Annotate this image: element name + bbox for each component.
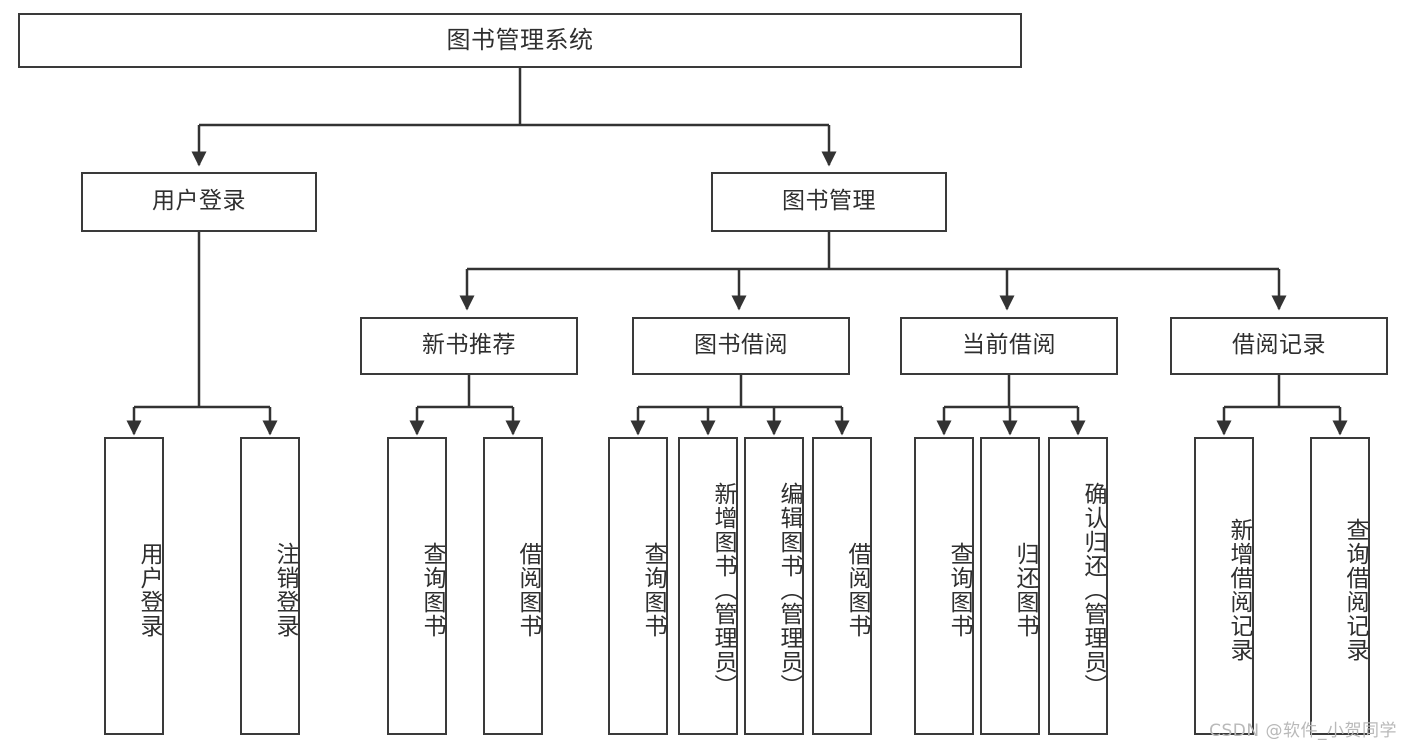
leaf-label: 新增图书（管理员）: [710, 482, 736, 698]
leaf-record-query-record[interactable]: 查询借阅记录: [1310, 437, 1370, 735]
leaf-label: 用户登录: [136, 542, 162, 638]
leaf-label: 查询图书: [946, 542, 972, 638]
leaf-current-return-book[interactable]: 归还图书: [980, 437, 1040, 735]
leaf-record-add-record[interactable]: 新增借阅记录: [1194, 437, 1254, 735]
node-book-management[interactable]: 图书管理: [711, 172, 947, 232]
node-current-borrow[interactable]: 当前借阅: [900, 317, 1118, 375]
leaf-current-confirm-return-admin[interactable]: 确认归还（管理员）: [1048, 437, 1108, 735]
leaf-label: 确认归还（管理员）: [1080, 482, 1106, 698]
leaf-label: 查询图书: [640, 542, 666, 638]
leaf-label: 编辑图书（管理员）: [776, 482, 802, 698]
leaf-label: 查询借阅记录: [1342, 518, 1368, 662]
leaf-current-query-book[interactable]: 查询图书: [914, 437, 974, 735]
node-user-login[interactable]: 用户登录: [81, 172, 317, 232]
node-borrow-record[interactable]: 借阅记录: [1170, 317, 1388, 375]
leaf-borrow-add-book-admin[interactable]: 新增图书（管理员）: [678, 437, 738, 735]
leaf-user-login-signout[interactable]: 注销登录: [240, 437, 300, 735]
leaf-recommend-borrow-book[interactable]: 借阅图书: [483, 437, 543, 735]
leaf-label: 注销登录: [272, 542, 298, 638]
leaf-label: 借阅图书: [515, 542, 541, 638]
leaf-label: 借阅图书: [844, 542, 870, 638]
leaf-borrow-borrow-book[interactable]: 借阅图书: [812, 437, 872, 735]
node-book-borrow[interactable]: 图书借阅: [632, 317, 850, 375]
watermark-text: CSDN @软件_小贺同学: [1209, 721, 1397, 741]
leaf-borrow-query-book[interactable]: 查询图书: [608, 437, 668, 735]
leaf-recommend-query-book[interactable]: 查询图书: [387, 437, 447, 735]
leaf-borrow-edit-book-admin[interactable]: 编辑图书（管理员）: [744, 437, 804, 735]
node-new-book-recommend[interactable]: 新书推荐: [360, 317, 578, 375]
node-root-system[interactable]: 图书管理系统: [18, 13, 1022, 68]
leaf-user-login-signin[interactable]: 用户登录: [104, 437, 164, 735]
leaf-label: 新增借阅记录: [1226, 518, 1252, 662]
leaf-label: 查询图书: [419, 542, 445, 638]
leaf-label: 归还图书: [1012, 542, 1038, 638]
